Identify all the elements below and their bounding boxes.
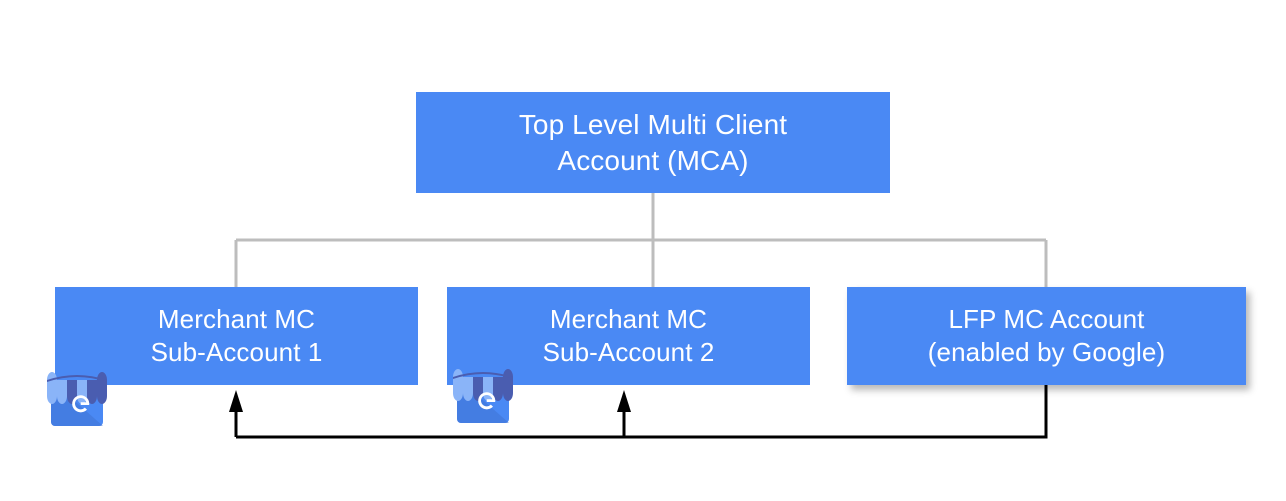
arrowhead-to-sub2 xyxy=(617,390,631,412)
node-lfp-line-1: LFP MC Account xyxy=(948,303,1145,334)
google-my-business-storefront-icon xyxy=(453,369,513,423)
node-sub2-line-1: Merchant MC xyxy=(549,303,708,334)
arrowhead-to-sub1 xyxy=(229,390,243,412)
node-merchant-sub-account-1[interactable]: Merchant MC Sub-Account 1 xyxy=(55,287,418,385)
node-sub1-line-1: Merchant MC xyxy=(157,303,316,334)
node-lfp-line-2: (enabled by Google) xyxy=(927,337,1166,367)
node-merchant-sub-account-2[interactable]: Merchant MC Sub-Account 2 xyxy=(447,287,810,385)
node-lfp-mc-account[interactable]: LFP MC Account (enabled by Google) xyxy=(847,287,1246,385)
node-top-line-2: Account (MCA) xyxy=(557,144,749,176)
node-sub2-line-2: Sub-Account 2 xyxy=(542,337,715,367)
google-my-business-storefront-icon xyxy=(47,372,107,426)
node-top-level-mca[interactable]: Top Level Multi Client Account (MCA) xyxy=(416,92,890,193)
flow-line-from-lfp xyxy=(236,385,1048,439)
node-sub1-line-2: Sub-Account 1 xyxy=(150,337,323,367)
node-top-line-1: Top Level Multi Client xyxy=(518,108,788,140)
